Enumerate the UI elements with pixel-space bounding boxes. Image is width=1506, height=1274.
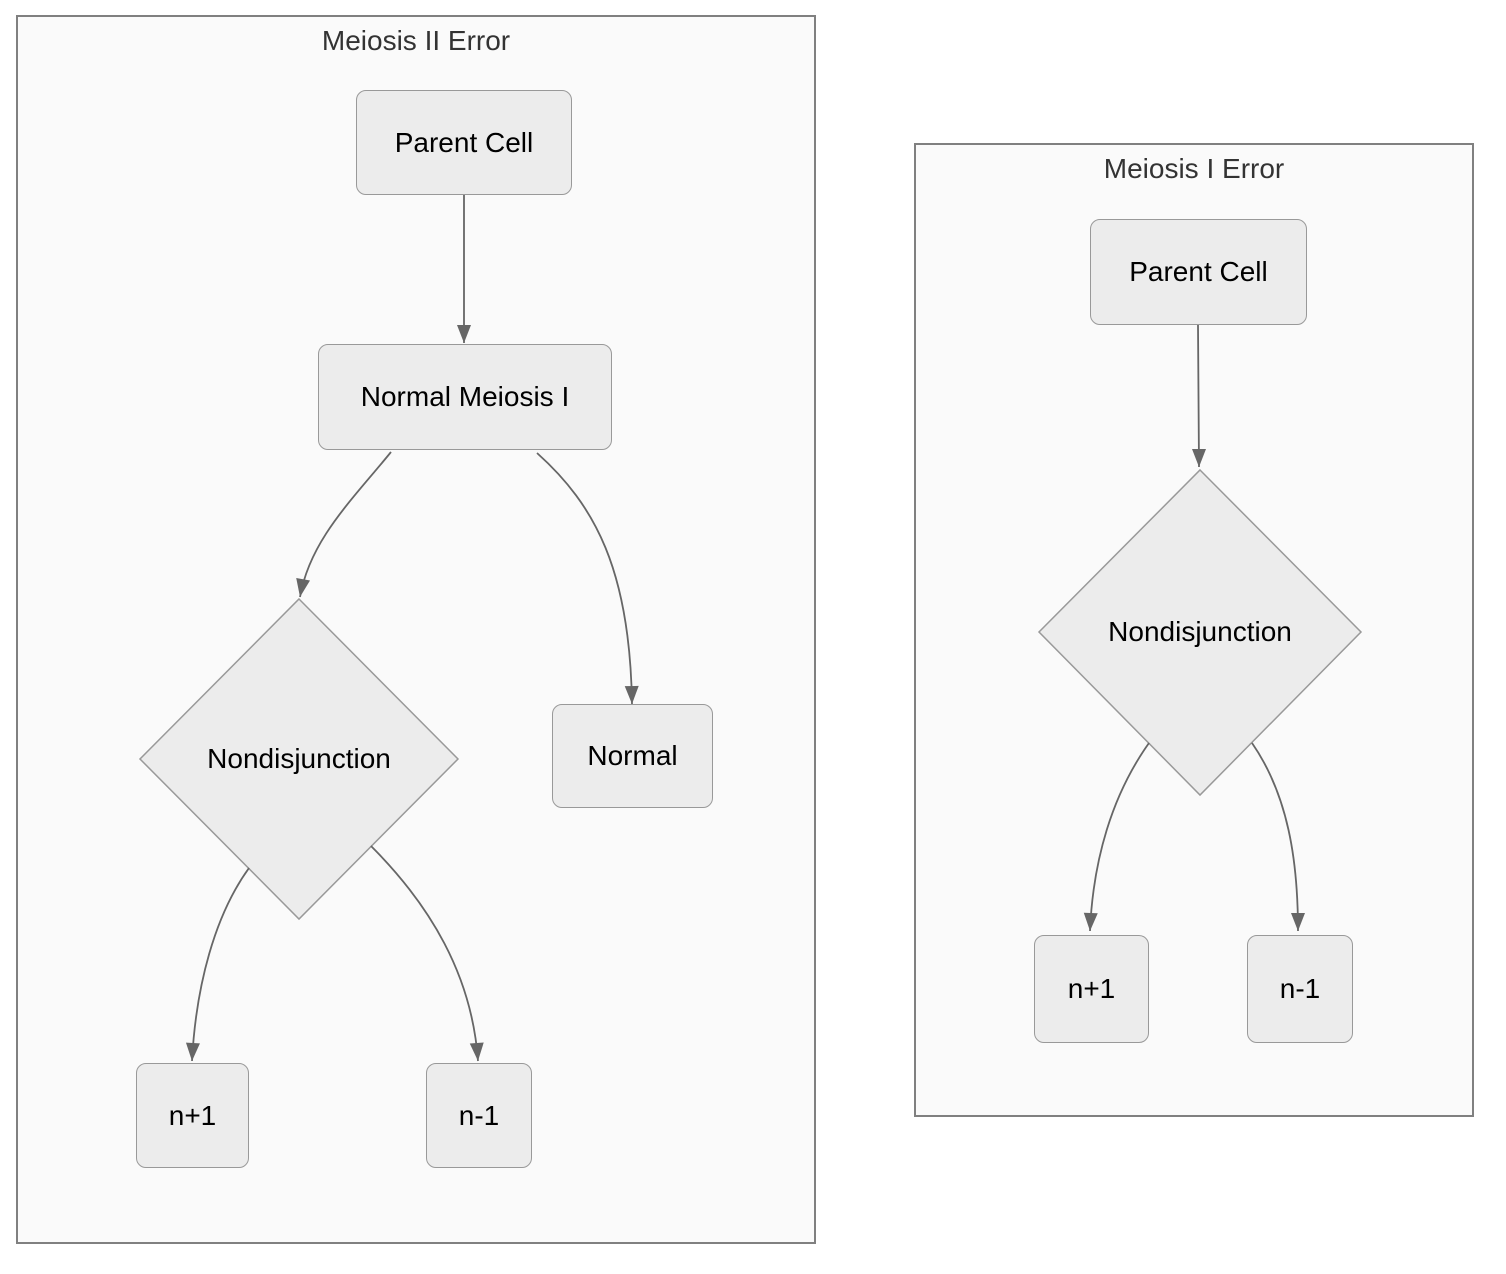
node-n-minus-1-right: n-1	[1247, 935, 1353, 1043]
node-nondisjunction-right-label: Nondisjunction	[1108, 616, 1292, 647]
node-label: Parent Cell	[1129, 256, 1268, 287]
node-parent-cell-right: Parent Cell	[1090, 219, 1307, 325]
node-n-minus-1-left: n-1	[426, 1063, 532, 1168]
edge-normal-meiosis-1-to-normal	[536, 452, 639, 705]
node-label: n+1	[168, 1099, 217, 1131]
node-label: Parent Cell	[394, 126, 534, 158]
edge-nondisjunction-to-n-minus-1-right	[1251, 742, 1305, 932]
node-label: Normal Meiosis I	[360, 381, 570, 412]
node-label: n-1	[1279, 973, 1321, 1004]
node-normal: Normal	[552, 704, 713, 808]
edge-nondisjunction-to-n-plus-1-right	[1083, 742, 1150, 932]
node-label: n+1	[1067, 973, 1116, 1004]
nondisjunction-diamond-left	[138, 597, 460, 921]
node-n-plus-1-right: n+1	[1034, 935, 1149, 1043]
edge-parent-cell-to-nondisjunction	[1191, 324, 1206, 468]
node-n-plus-1-left: n+1	[136, 1063, 249, 1168]
cluster-title-meiosis-ii-error: Meiosis II Error	[321, 25, 511, 56]
nondisjunction-diamond-right	[1037, 468, 1363, 797]
node-label: n-1	[458, 1099, 500, 1131]
cluster-meiosis-ii-error: Meiosis II Error	[16, 15, 816, 1244]
edge-normal-meiosis-1-to-nondisjunction	[296, 451, 392, 598]
cluster-title-meiosis-i-error: Meiosis I Error	[1103, 153, 1285, 184]
node-parent-cell-left: Parent Cell	[356, 90, 572, 195]
edge-nondisjunction-to-n-plus-1-left	[185, 867, 250, 1062]
node-normal-meiosis-1: Normal Meiosis I	[318, 344, 612, 450]
edge-nondisjunction-to-n-minus-1-left	[370, 845, 484, 1062]
node-label: Normal	[587, 740, 678, 771]
node-nondisjunction-left-label: Nondisjunction	[207, 743, 391, 774]
